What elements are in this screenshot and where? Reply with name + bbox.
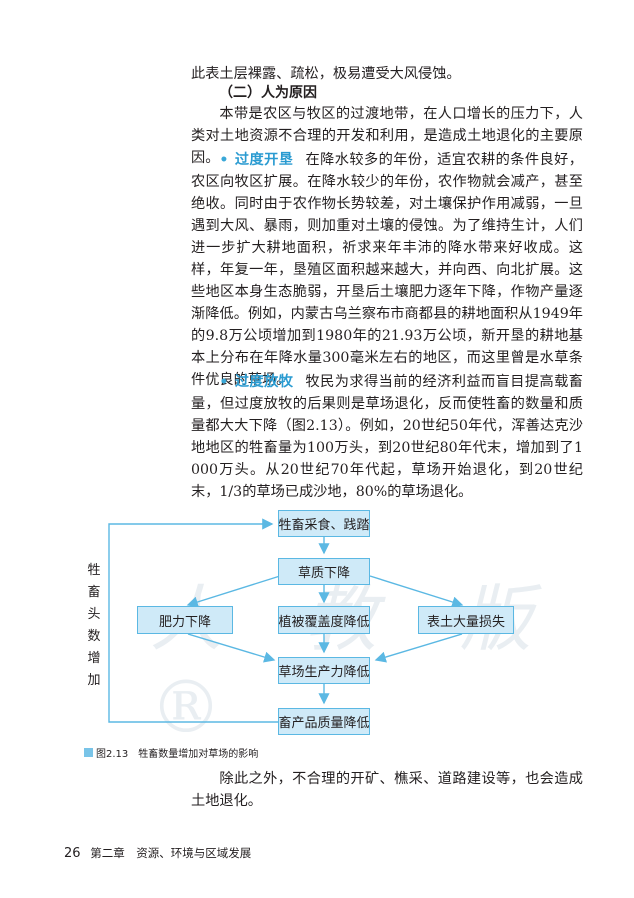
side-label-livestock-increase: 牲 畜 头 数 增 加 (84, 560, 104, 692)
box-grassland-productivity-decline: 草场生产力降低 (278, 657, 370, 684)
figure-caption: 图2.13 牲畜数量增加对草场的影响 (84, 745, 258, 760)
page-footer: 26 第二章 资源、环境与区域发展 (64, 845, 251, 861)
box-fertility-decline: 肥力下降 (137, 606, 233, 634)
box-grass-quality-decline: 草质下降 (278, 558, 370, 585)
bullet-term: 过度放牧 (234, 374, 294, 390)
caption-text: 牲畜数量增加对草场的影响 (138, 749, 259, 760)
box-graze-trample: 牲畜采食、践踏 (278, 510, 370, 537)
bullet-paragraph-overcultivation: • 过度开垦在降水较多的年份，适宜农耕的条件良好，农区向牧区扩展。在降水较少的年份… (191, 149, 583, 391)
paragraph-continuation: 此表土层裸露、疏松，极易遭受大风侵蚀。 (191, 66, 461, 82)
page-number: 26 (64, 846, 81, 861)
intro-paragraph: 本带是农区与牧区的过渡地带，在人口增长的压力下，人类对土地资源不合理的开发和利用… (191, 106, 583, 166)
bullet-text: 在降水较多的年份，适宜农耕的条件良好，农区向牧区扩展。在降水较少的年份，农作物就… (191, 152, 583, 388)
chapter-title: 第二章 资源、环境与区域发展 (90, 846, 252, 860)
box-livestock-product-quality-decline: 畜产品质量降低 (278, 708, 370, 735)
section-heading: （二）人为原因 (219, 85, 317, 101)
box-vegetation-cover-decline: 植被覆盖度降低 (278, 606, 370, 634)
bullet-term: 过度开垦 (234, 152, 294, 168)
closing-paragraph: 除此之外，不合理的开矿、樵采、道路建设等，也会造成土地退化。 (191, 771, 583, 809)
bullet-text: 牧民为求得当前的经济利益而盲目提高载畜量，但过度放牧的后果则是草场退化，反而使牲… (191, 374, 583, 500)
publisher-watermark: 人 教 版® (150, 577, 532, 749)
caption-marker-icon (84, 748, 93, 757)
bullet-dot-icon: • (219, 374, 229, 390)
bullet-paragraph-overgrazing: • 过度放牧牧民为求得当前的经济利益而盲目提高载畜量，但过度放牧的后果则是草场退化… (191, 371, 583, 503)
caption-number: 图2.13 (96, 749, 129, 760)
box-topsoil-loss: 表土大量损失 (418, 606, 514, 634)
bullet-dot-icon: • (219, 152, 229, 168)
